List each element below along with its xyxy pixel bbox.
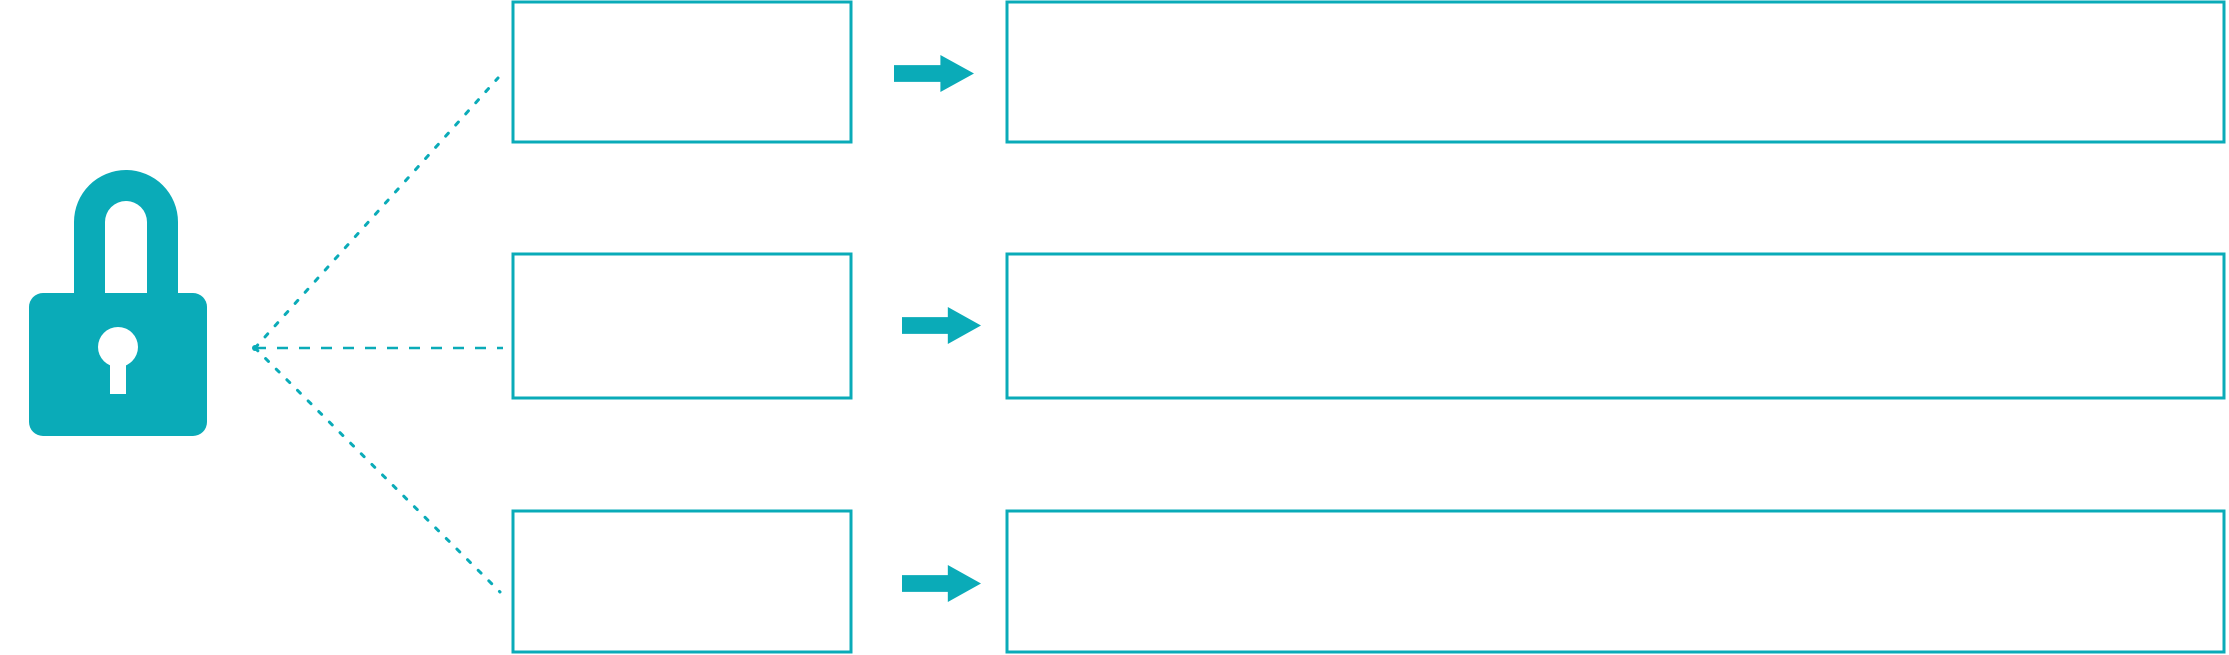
large-box-row-1[interactable] xyxy=(1005,0,2226,144)
arrow-row-3 xyxy=(902,565,981,602)
small-box-row-2[interactable] xyxy=(511,252,853,400)
diagram-row xyxy=(511,252,2226,400)
connector-line-row-1 xyxy=(253,76,500,350)
small-box-row-3[interactable] xyxy=(511,509,853,654)
arrow-row-1 xyxy=(894,55,974,92)
lock-icon xyxy=(29,170,207,436)
diagram-row xyxy=(511,509,2226,654)
connector-group xyxy=(252,76,503,594)
large-box-row-3[interactable] xyxy=(1005,509,2226,654)
large-box-row-2[interactable] xyxy=(1005,252,2226,400)
lock-keyhole-stem xyxy=(110,347,126,394)
arrow-row-2 xyxy=(902,307,981,344)
diagram-row xyxy=(511,0,2226,144)
lock-shackle-shape xyxy=(74,170,178,303)
fan-origin-dot xyxy=(252,345,258,351)
connector-line-row-3 xyxy=(253,346,502,594)
small-box-row-1[interactable] xyxy=(511,0,853,144)
